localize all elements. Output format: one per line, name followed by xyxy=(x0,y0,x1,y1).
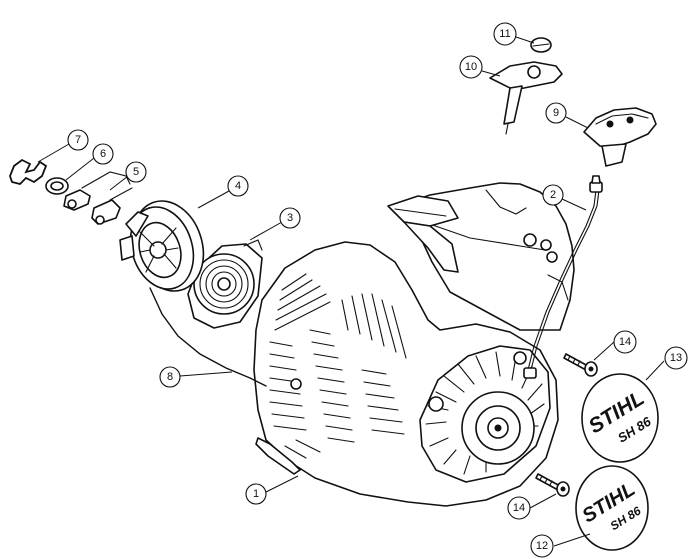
svg-text:7: 7 xyxy=(75,134,81,146)
callout-9: 9 xyxy=(545,102,567,124)
svg-text:9: 9 xyxy=(553,107,559,119)
svg-text:14: 14 xyxy=(513,502,525,514)
washer-part xyxy=(45,177,69,195)
svg-text:4: 4 xyxy=(235,180,241,192)
callout-3: 3 xyxy=(279,207,301,229)
callout-14-upper: 14 xyxy=(613,330,637,354)
starter-grip-part xyxy=(583,107,657,167)
callout-1: 1 xyxy=(245,483,267,505)
callout-13: 13 xyxy=(664,346,688,370)
spring-clip-part xyxy=(9,158,48,185)
svg-text:14: 14 xyxy=(619,336,631,348)
svg-text:8: 8 xyxy=(167,371,173,383)
svg-text:3: 3 xyxy=(287,212,293,224)
callout-10: 10 xyxy=(459,55,483,79)
callout-6: 6 xyxy=(92,143,114,165)
svg-text:12: 12 xyxy=(536,540,548,552)
vent-louvres xyxy=(269,273,407,459)
callout-7: 7 xyxy=(67,129,89,151)
callout-12: 12 xyxy=(530,534,554,558)
housing-part xyxy=(253,182,575,507)
svg-text:10: 10 xyxy=(465,61,477,73)
screw-part-lower xyxy=(535,473,570,497)
svg-text:2: 2 xyxy=(550,189,556,201)
logo-plate-13: STIHL SH 86 xyxy=(581,373,659,463)
callout-5: 5 xyxy=(125,161,147,183)
svg-text:6: 6 xyxy=(100,148,106,160)
svg-text:11: 11 xyxy=(499,28,510,40)
leader-lines xyxy=(37,36,665,547)
svg-text:13: 13 xyxy=(670,352,682,364)
pawl-part xyxy=(63,171,133,225)
cap-part xyxy=(530,37,552,53)
callout-11: 11 xyxy=(493,22,517,46)
screw-part-upper xyxy=(563,353,598,377)
svg-text:1: 1 xyxy=(253,488,259,500)
bowden-cable-part xyxy=(523,175,603,379)
t-handle-part xyxy=(489,61,563,135)
starter-rope-part xyxy=(149,287,267,387)
rewind-spring-part xyxy=(187,239,263,329)
svg-text:5: 5 xyxy=(133,166,139,178)
rope-rotor-part xyxy=(119,200,205,292)
callout-2: 2 xyxy=(542,184,564,206)
logo-plate-12: STIHL SH 86 xyxy=(575,465,649,551)
callout-14-lower: 14 xyxy=(507,496,531,520)
callout-8: 8 xyxy=(159,366,181,388)
callout-4: 4 xyxy=(227,175,249,197)
